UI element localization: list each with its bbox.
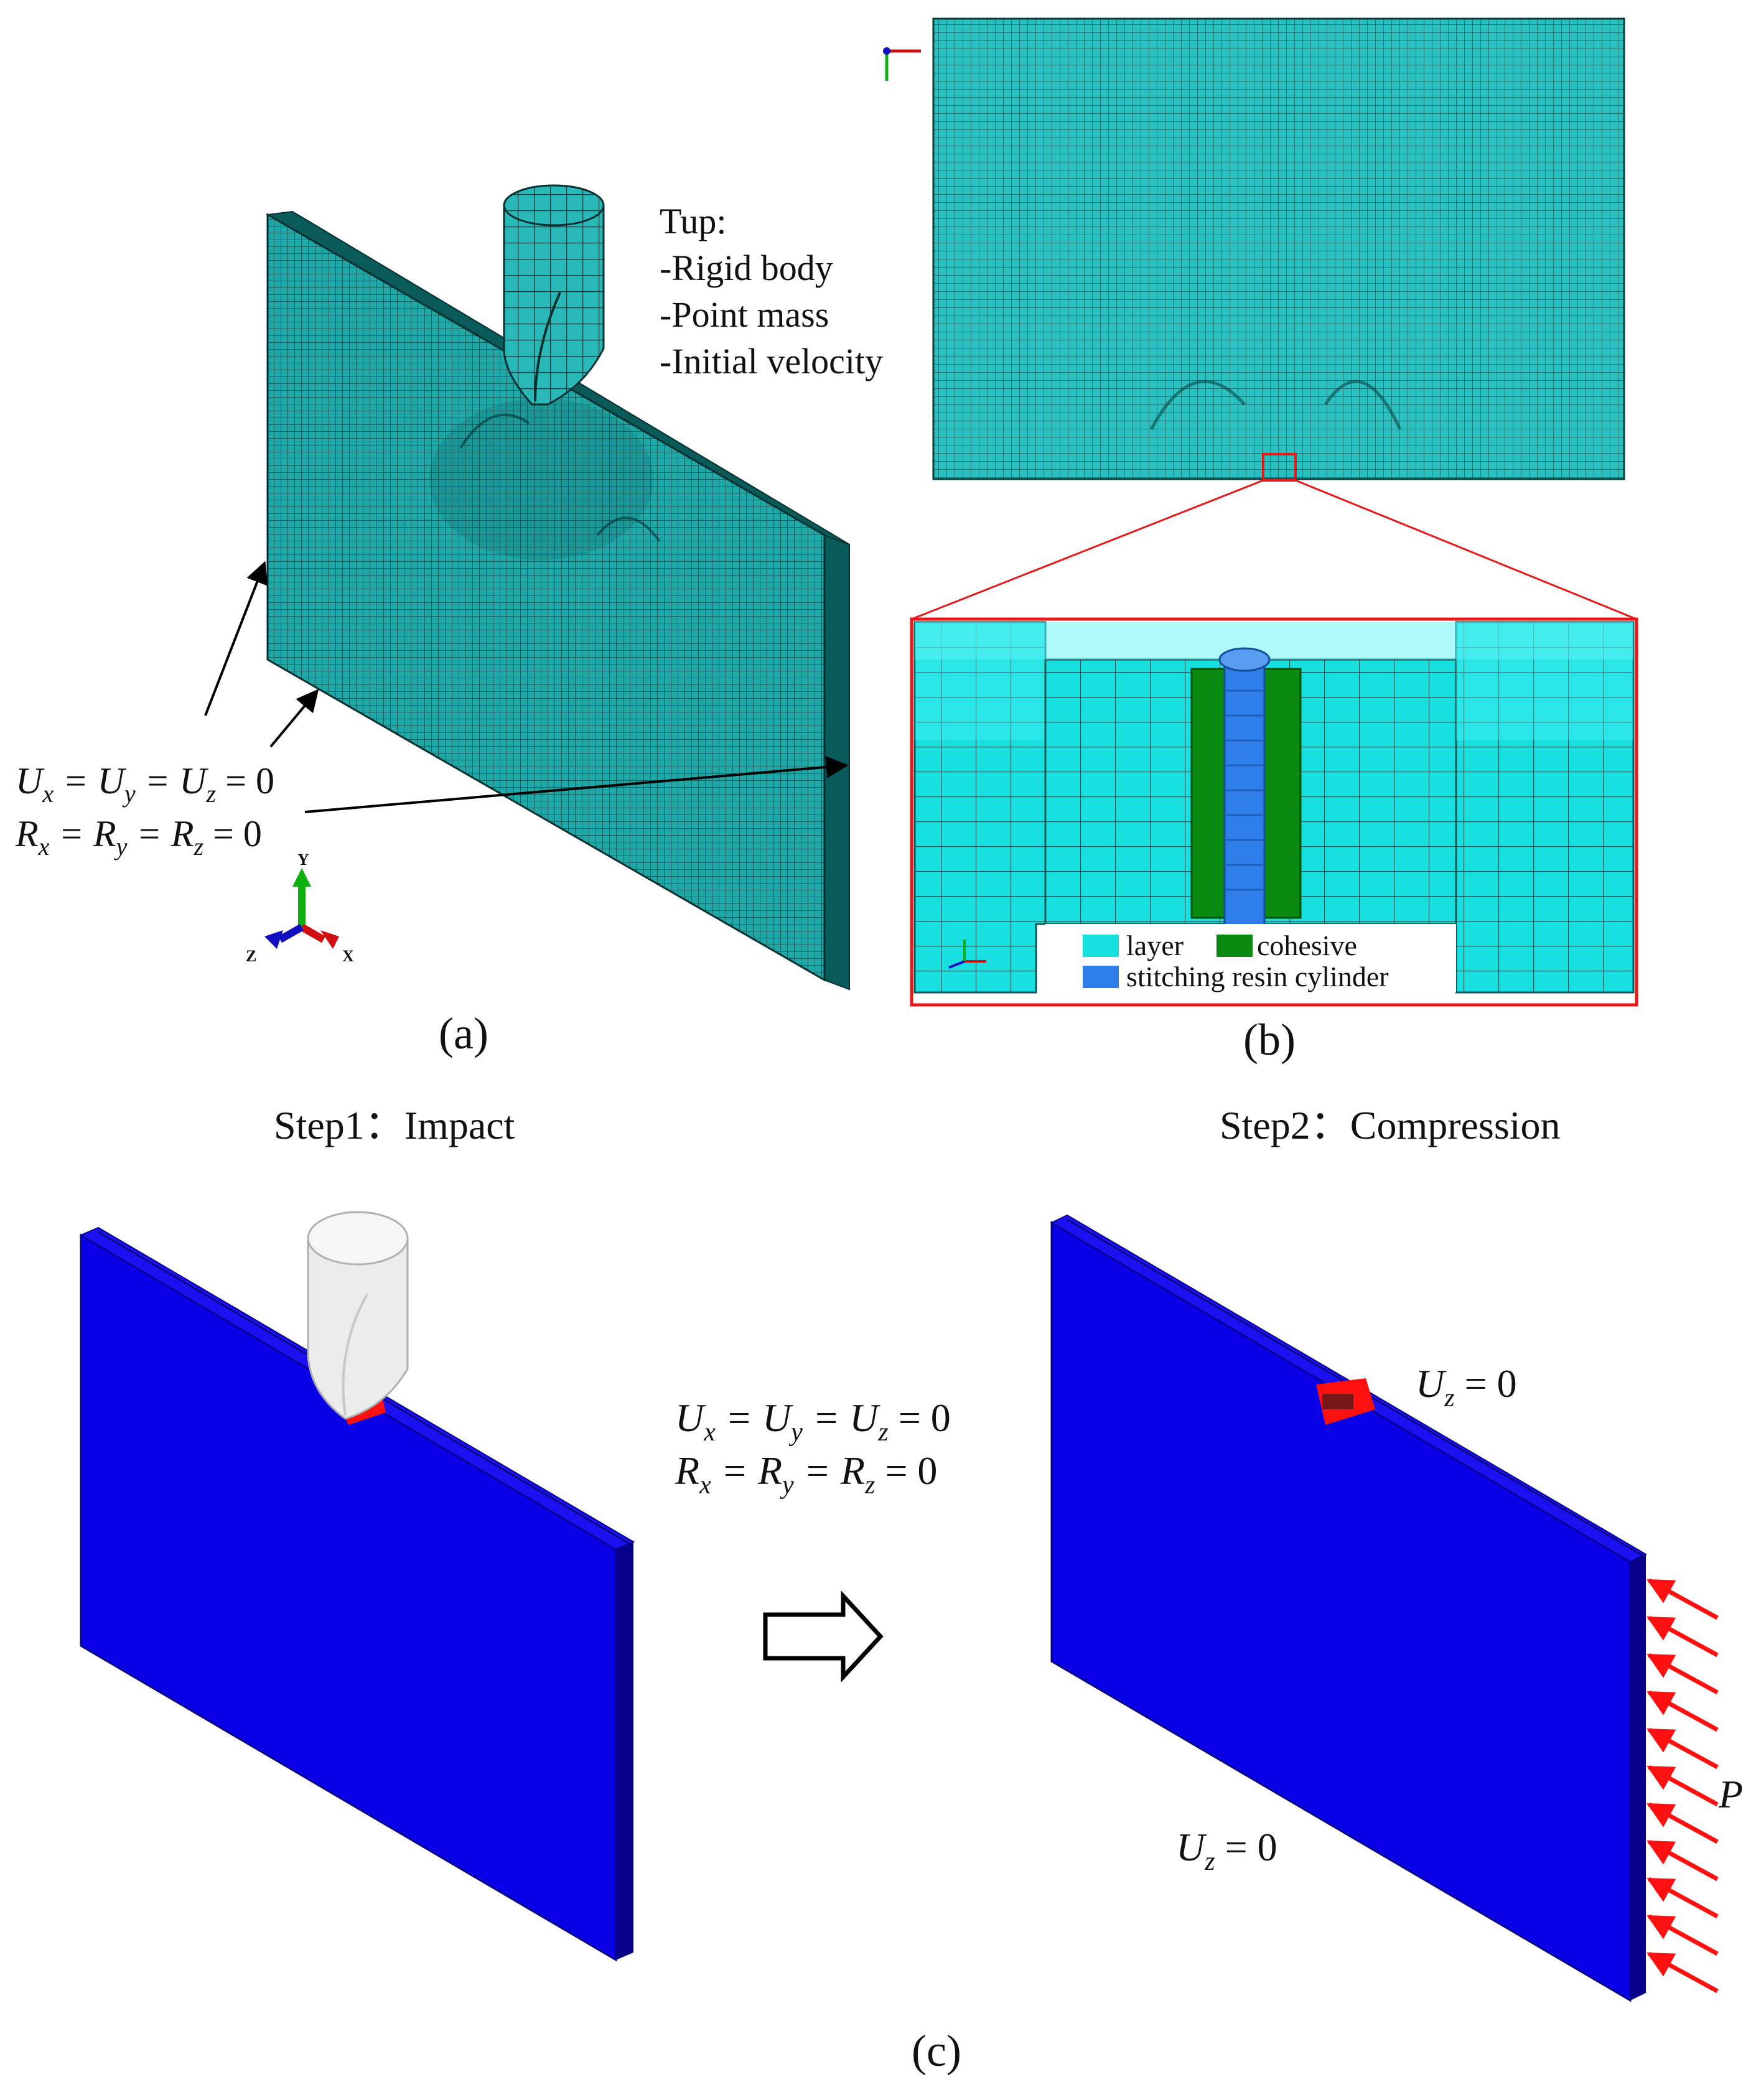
zoom-detail: layer cohesive stitching resin cylinder	[910, 617, 1638, 1007]
load-label-P: P	[1718, 1772, 1743, 1816]
axis-triad-a: Y X Z	[246, 851, 354, 965]
step2-plate	[1050, 1214, 1648, 2002]
zoom-line-left	[911, 479, 1264, 620]
svg-text:Z: Z	[246, 947, 256, 965]
step-bc-displacement: Ux = Uy = Uz = 0	[675, 1396, 951, 1447]
tup-impactor	[503, 184, 605, 406]
mesh-curve-right	[596, 516, 661, 543]
mesh-distortion-right	[1324, 380, 1402, 431]
mesh-distortion-left	[1149, 380, 1246, 431]
legend-label-cohesive: cohesive	[1257, 930, 1357, 961]
legend-swatch-cohesive	[1217, 935, 1253, 957]
step1-label: Step1：Impact	[274, 1103, 515, 1147]
bc-arrow-bottom-edge	[269, 689, 319, 748]
caption-b: (b)	[1243, 1015, 1296, 1065]
legend-swatch-cylinder	[1083, 966, 1119, 988]
legend-label-cylinder: stitching resin cylinder	[1126, 961, 1389, 992]
step-bc-rotation: Rx = Ry = Rz = 0	[675, 1449, 937, 1500]
tup-prop-mass: -Point mass	[660, 294, 829, 335]
bc-arrow-left-edge	[204, 561, 268, 716]
panel-c: Step1：Impact Step2：Compression Ux = Uy =…	[79, 1103, 1743, 2076]
step1-impactor	[307, 1211, 409, 1420]
svg-text:Y: Y	[297, 851, 309, 869]
stitching-cylinder	[1223, 658, 1266, 928]
panel-a: Tup: -Rigid body -Point mass -Initial ve…	[15, 184, 883, 1058]
zoom-line-right	[1295, 479, 1637, 620]
svg-text:X: X	[342, 947, 354, 965]
legend-swatch-layer	[1083, 935, 1119, 957]
step2-label: Step2：Compression	[1220, 1103, 1561, 1147]
tup-title: Tup:	[660, 201, 727, 241]
legend-label-layer: layer	[1126, 930, 1184, 961]
mesh-refinement-zone	[429, 398, 653, 560]
caption-a: (a)	[439, 1009, 488, 1058]
tup-prop-velocity: -Initial velocity	[660, 341, 883, 381]
cylinder-layers	[1225, 689, 1264, 891]
axis-triad-zoom	[948, 940, 986, 969]
step-transition-arrow	[763, 1590, 884, 1682]
uz-bottom-label: Uz = 0	[1176, 1825, 1277, 1876]
panel-b: layer cohesive stitching resin cylinder …	[883, 17, 1638, 1065]
plate-b-mesh	[932, 17, 1625, 480]
plate-a-edge	[824, 534, 850, 991]
tup-prop-rigid: -Rigid body	[660, 248, 833, 288]
axis-triad-b	[883, 47, 921, 81]
mesh-curve-left	[459, 413, 530, 449]
bc-arrow-right-edge	[304, 755, 849, 813]
load-arrows	[1646, 1578, 1719, 1994]
zoom-source-box	[1262, 453, 1297, 482]
uz-top-label: Uz = 0	[1416, 1361, 1517, 1412]
bc-equation-displacement: Ux = Uy = Uz = 0	[16, 760, 274, 808]
caption-c: (c)	[912, 2026, 961, 2076]
plate-a-face	[266, 213, 826, 982]
bc-equation-rotation: Rx = Ry = Rz = 0	[15, 813, 262, 861]
